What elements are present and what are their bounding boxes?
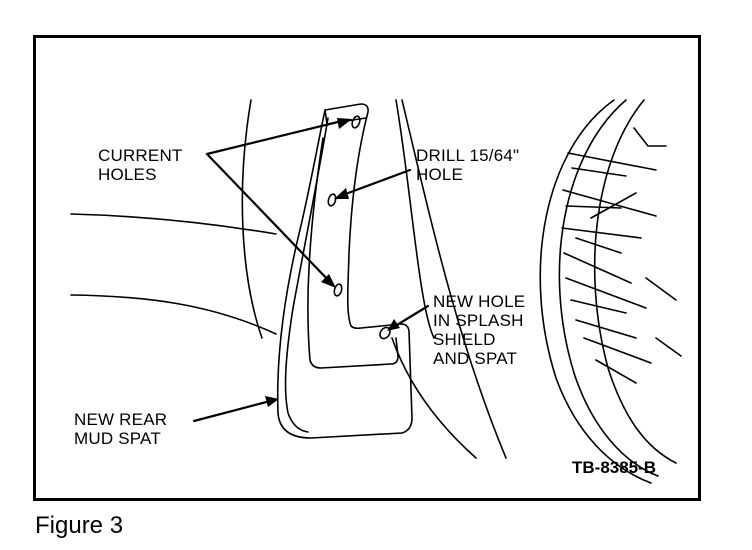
- mud-spat-inner-edge: [284, 117, 329, 433]
- tire-inner: [558, 99, 659, 477]
- figure-frame: CURRENT HOLES DRILL 15/64" HOLE NEW HOLE…: [33, 35, 701, 501]
- fender-line-middle: [70, 294, 277, 335]
- drill-hole: [327, 193, 337, 207]
- mud-spat-outline: [276, 103, 413, 439]
- label-new-hole-line-4: AND SPAT: [433, 349, 518, 368]
- arrow-new-spat: [192, 398, 276, 423]
- label-new-hole-line-1: NEW HOLE: [433, 292, 526, 311]
- leader-arrows: [192, 118, 430, 423]
- label-current-holes: CURRENT HOLES: [98, 146, 183, 184]
- fender-arch-left: [241, 99, 263, 339]
- label-new-hole-line-3: SHIELD: [433, 330, 496, 349]
- label-new-hole: NEW HOLE IN SPLASH SHIELD AND SPAT: [433, 292, 525, 368]
- label-drill-hole-line-2: HOLE: [416, 165, 464, 184]
- fender-arch-right: [395, 99, 435, 339]
- new-hole-splash-shield: [379, 326, 391, 340]
- label-new-spat: NEW REAR MUD SPAT: [74, 410, 167, 448]
- arrow-current-holes-top: [205, 118, 348, 156]
- arrow-heads: [265, 118, 400, 407]
- wheel-spokes: [561, 127, 682, 384]
- label-drill-hole: DRILL 15/64" HOLE: [416, 146, 519, 184]
- label-current-holes-line-1: CURRENT: [98, 146, 183, 165]
- figure-caption: Figure 3: [35, 512, 124, 539]
- reference-code: TB-8385-B: [572, 458, 657, 477]
- current-hole-top: [351, 115, 361, 129]
- mud-spat-illustration: [70, 99, 682, 484]
- label-drill-hole-line-1: DRILL 15/64": [416, 146, 520, 165]
- label-new-hole-line-2: IN SPLASH: [433, 311, 524, 330]
- wheel-arch-curve: [401, 99, 507, 459]
- label-new-spat-line-1: NEW REAR: [74, 410, 168, 429]
- wheel-rim: [593, 99, 677, 464]
- arrow-drill-hole: [338, 168, 412, 198]
- arrow-current-holes-lower: [205, 152, 333, 285]
- arrow-new-hole: [390, 304, 430, 330]
- mud-spat-flange: [307, 137, 399, 369]
- label-current-holes-line-2: HOLES: [98, 165, 157, 184]
- label-new-spat-line-2: MUD SPAT: [74, 429, 161, 448]
- fender-line-top: [70, 213, 277, 235]
- current-hole-lower: [333, 283, 343, 297]
